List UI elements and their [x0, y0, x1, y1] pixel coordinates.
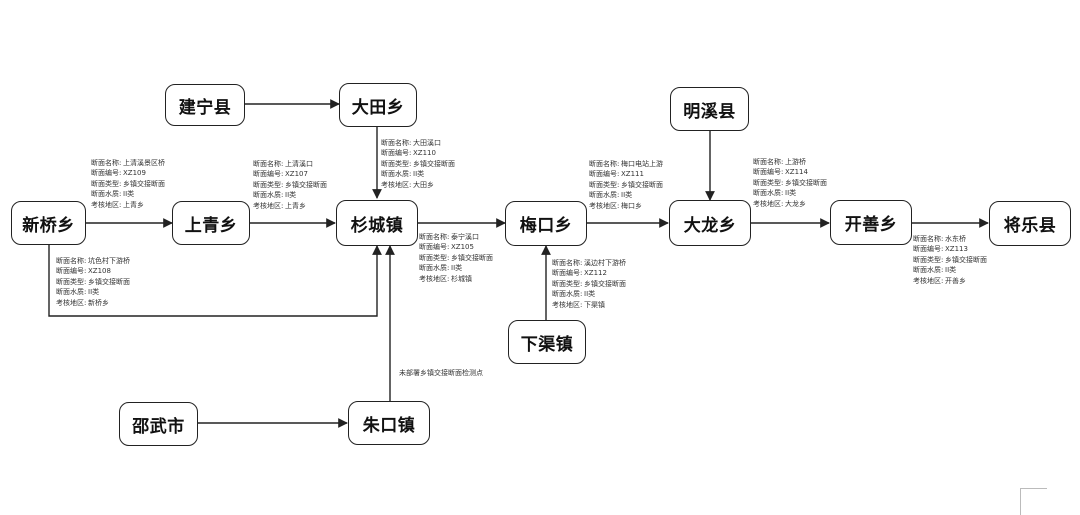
section-info-shancheng-out: 断面名称:泰宁溪口 断面编号:XZ105 断面类型:乡镇交接断面 断面水质:II…	[419, 233, 493, 283]
section-info-meikou-out: 断面名称:梅口电站上游 断面编号:XZ111 断面类型:乡镇交接断面 断面水质:…	[589, 160, 663, 210]
node-shangqing: 上青乡	[172, 201, 250, 245]
section-info-shangqing-in: 断面名称:上清溪景区桥 断面编号:XZ109 断面类型:乡镇交接断面 断面水质:…	[91, 159, 165, 209]
node-datian: 大田乡	[339, 83, 417, 127]
section-info-kaishan-out: 断面名称:水东桥 断面编号:XZ113 断面类型:乡镇交接断面 断面水质:II类…	[913, 235, 987, 285]
node-shancheng: 杉城镇	[336, 200, 418, 246]
page-corner-mark	[1020, 488, 1047, 515]
node-zhukou: 朱口镇	[348, 401, 430, 445]
section-info-xiaqu-out: 断面名称:溪边村下游桥 断面编号:XZ112 断面类型:乡镇交接断面 断面水质:…	[552, 259, 626, 309]
node-dalong: 大龙乡	[669, 200, 751, 246]
section-info-xinqiao-out: 断面名称:坑色村下游桥 断面编号:XZ108 断面类型:乡镇交接断面 断面水质:…	[56, 257, 130, 307]
section-info-shangqing-out: 断面名称:上清溪口 断面编号:XZ107 断面类型:乡镇交接断面 断面水质:II…	[253, 160, 327, 210]
node-shaowu: 邵武市	[119, 402, 198, 446]
node-jianning: 建宁县	[165, 84, 245, 126]
node-xinqiao: 新桥乡	[11, 201, 86, 245]
node-kaishan: 开善乡	[830, 200, 912, 245]
node-mingxi: 明溪县	[670, 87, 749, 131]
zhukou-note: 未部署乡镇交接断面检测点	[399, 369, 483, 377]
node-xiaqu: 下渠镇	[508, 320, 586, 364]
node-meikou: 梅口乡	[505, 201, 587, 246]
section-info-datian-out: 断面名称:大田溪口 断面编号:XZ110 断面类型:乡镇交接断面 断面水质:II…	[381, 139, 455, 189]
node-jiangle: 将乐县	[989, 201, 1071, 246]
edge-xinqiao-shancheng	[48, 245, 382, 317]
section-info-dalong-out: 断面名称:上游桥 断面编号:XZ114 断面类型:乡镇交接断面 断面水质:II类…	[753, 158, 827, 208]
